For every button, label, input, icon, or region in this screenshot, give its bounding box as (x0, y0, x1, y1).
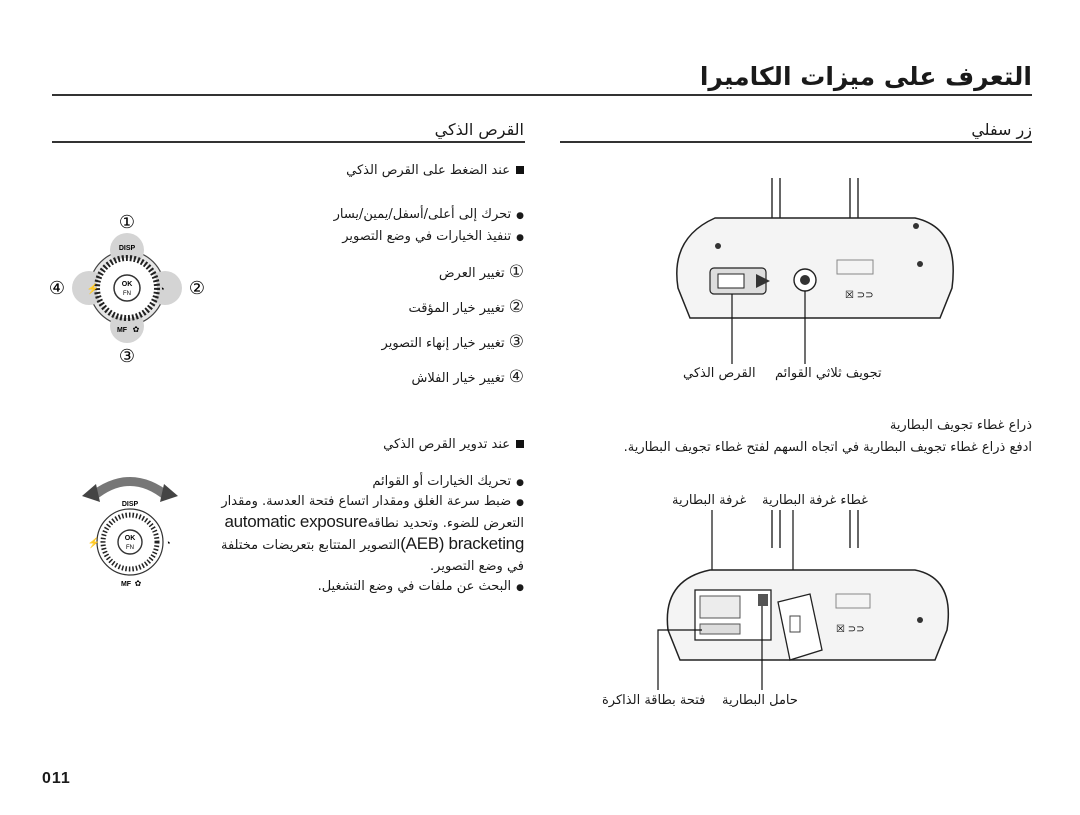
disp-label: DISP (119, 245, 136, 252)
right-heading-rule (560, 141, 1032, 143)
callout-4: ④ (49, 278, 65, 298)
numbered-item-1: ① تغيير العرض (439, 262, 524, 282)
search-item: البحث عن ملفات في وضع التشغيل. (318, 579, 524, 594)
rotate-arrow-icon (88, 477, 172, 500)
callout-3: ③ (119, 346, 135, 366)
title-rule (52, 94, 1032, 96)
aeb-line-3: (AEB) bracketingالتصوير المتتابع بتعريضا… (221, 534, 524, 554)
aeb-line-2-latin: automatic exposure (224, 512, 368, 531)
mf-label: MF (117, 327, 128, 334)
left-heading-rule (52, 141, 525, 143)
square-bullet-icon (516, 166, 524, 174)
battery-latch-title: ذراع غطاء تجويف البطارية (889, 418, 1032, 433)
callout-2: ② (189, 278, 205, 298)
rotate-title-text: عند تدوير القرص الذكي (383, 437, 510, 452)
macro-icon: ✿ (135, 579, 142, 588)
number-badge: ② (508, 297, 524, 317)
camera-battery-open-illustration: ☒ ⊃⊃ (657, 510, 950, 690)
ok-label: OK (125, 535, 136, 542)
flash-icon: ⚡ (88, 536, 100, 549)
label-tripod-socket: تجويف ثلاثي القوائم (775, 366, 882, 381)
flash-icon: ⚡ (87, 282, 99, 295)
aeb-line-4: في وضع التصوير. (430, 559, 524, 574)
cert-marks-icon: ☒ ⊃⊃ (836, 624, 865, 635)
press-title: عند الضغط على القرص الذكي (346, 163, 524, 178)
press-title-text: عند الضغط على القرص الذكي (346, 163, 510, 178)
label-smart-dial: القرص الذكي (683, 366, 756, 381)
label-battery-holder: حامل البطارية (722, 693, 798, 708)
label-card-slot: فتحة بطاقة الذاكرة (602, 693, 706, 708)
numbered-item-4: ④ تغيير خيار الفلاش (411, 367, 524, 387)
arrow-icon (756, 274, 770, 288)
aeb-line-2: التعرض للضوء. وتحديد نطاقهautomatic expo… (224, 512, 524, 532)
callout-1: ① (119, 212, 135, 232)
cert-marks-icon: ☒ ⊃⊃ (845, 290, 874, 301)
aeb-line-2-ar: التعرض للضوء. وتحديد نطاقه (367, 516, 524, 531)
ok-label: OK (122, 281, 133, 288)
disp-label: DISP (122, 501, 139, 508)
numbered-item-text: تغيير خيار الفلاش (411, 371, 505, 386)
numbered-item-3: ③ تغيير خيار إنهاء التصوير (382, 332, 524, 352)
number-badge: ① (508, 262, 524, 282)
number-badge: ③ (508, 332, 524, 352)
smart-dial-diagram: OK FN DISP MF ✿ ⚡ ◔ ① ② ③ ④ (49, 212, 205, 366)
camera-bottom-illustration: ☒ ⊃⊃ (676, 178, 954, 364)
numbered-item-text: تغيير خيار المؤقت (408, 301, 505, 316)
bottom-button-heading: زر سفلي (971, 120, 1032, 139)
macro-icon: ✿ (133, 325, 140, 334)
fn-label: FN (126, 545, 134, 551)
rotate-item-1: تحريك الخيارات أو القوائم (372, 474, 524, 489)
label-battery-cover: غطاء غرفة البطارية (762, 493, 868, 508)
number-badge: ④ (508, 367, 524, 387)
mf-label: MF (121, 581, 132, 588)
aeb-line-3-ar: التصوير المتتابع بتعريضات مختلفة (220, 538, 401, 553)
square-bullet-icon (516, 440, 524, 448)
fn-label: FN (123, 291, 131, 297)
aeb-line-3-latin: (AEB) bracketing (400, 534, 524, 553)
smart-dial-rotation-diagram: OK FN DISP MF ✿ ⚡ ◔ (82, 477, 178, 588)
rotate-title: عند تدوير القرص الذكي (383, 437, 524, 452)
page-title: التعرف على ميزات الكاميرا (699, 62, 1032, 91)
numbered-item-2: ② تغيير خيار المؤقت (408, 297, 524, 317)
battery-holder (758, 594, 768, 606)
timer-icon: ◔ (159, 284, 164, 294)
timer-icon: ◔ (165, 538, 170, 548)
smart-dial-heading: القرص الذكي (434, 120, 524, 139)
press-item-1: تحرك إلى أعلى/أسفل/يمين/يسار (334, 207, 524, 222)
aeb-line-1: ضبط سرعة الغلق ومقدار اتساع فتحة العدسة.… (221, 494, 524, 509)
numbered-item-text: تغيير العرض (438, 266, 505, 281)
press-item-2: تنفيذ الخيارات في وضع التصوير (342, 229, 524, 244)
label-battery-chamber: غرفة البطارية (672, 493, 747, 508)
battery-latch-desc: ادفع ذراع غطاء تجويف البطارية في اتجاه ا… (623, 440, 1032, 455)
page-number: 011 (42, 770, 71, 787)
numbered-item-text: تغيير خيار إنهاء التصوير (381, 336, 505, 351)
